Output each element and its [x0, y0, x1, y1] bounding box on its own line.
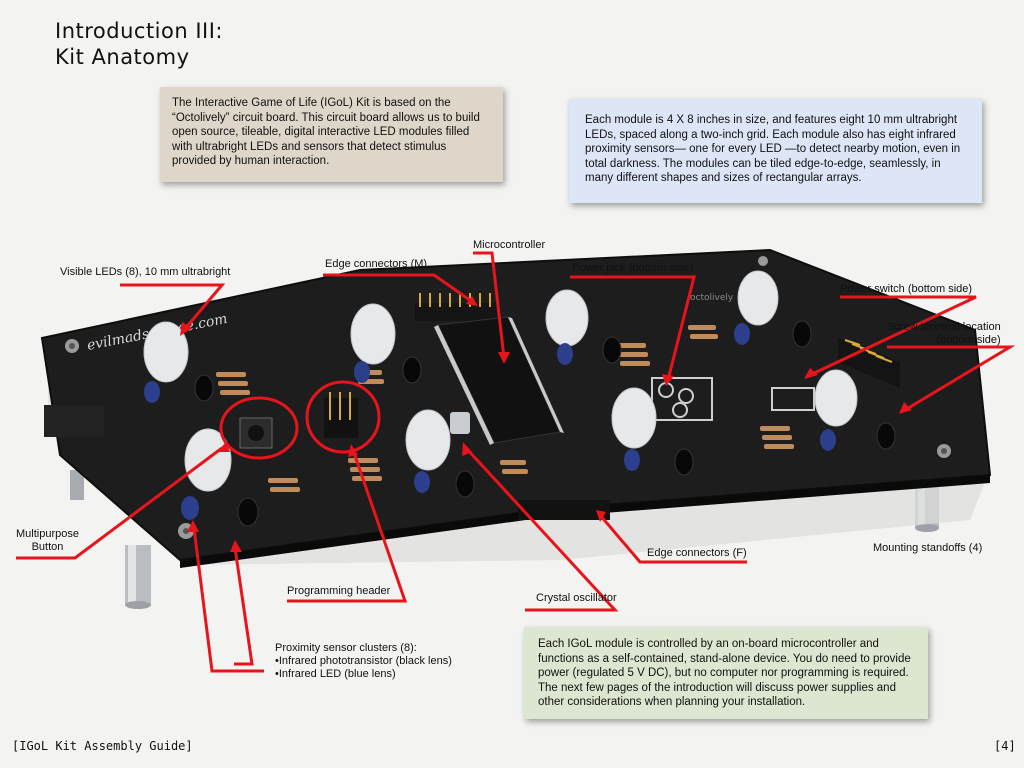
crystal-oscillator [450, 412, 470, 434]
footer-guide-title: [IGoL Kit Assembly Guide] [12, 739, 193, 753]
label-edge-connectors-f: Edge connectors (F) [647, 547, 747, 559]
label-crystal-oscillator: Crystal oscillator [536, 592, 617, 604]
label-proximity-sensors: Proximity sensor clusters (8): •Infrared… [275, 642, 452, 681]
title-line-1: Introduction III: [55, 19, 223, 43]
phototransistors [194, 320, 896, 527]
label-screw-terminal: Screw terminal location (bottom side) [887, 321, 1001, 347]
label-mounting-standoffs: Mounting standoffs (4) [873, 542, 983, 554]
label-programming-header: Programming header [287, 585, 391, 597]
title-line-2: Kit Anatomy [55, 45, 190, 69]
module-note: Each module is 4 X 8 inches in size, and… [569, 99, 982, 203]
infrared-leds [144, 323, 836, 520]
label-screw-terminal-line-1: Screw terminal location [887, 321, 1001, 333]
power-jack-marking [651, 377, 713, 421]
left-connector [44, 405, 104, 437]
label-screw-terminal-line-2: (bottom side) [936, 334, 1001, 346]
board-logo-text: octolively [690, 293, 734, 303]
label-proximity-line-2: •Infrared phototransistor (black lens) [275, 655, 452, 667]
intro-note-text: The Interactive Game of Life (IGoL) Kit … [172, 97, 480, 167]
resistor-clusters [216, 325, 794, 492]
page-title: Introduction III: Kit Anatomy [55, 18, 223, 70]
label-proximity-line-1: Proximity sensor clusters (8): [275, 642, 417, 654]
label-multipurpose-button: Multipurpose Button [16, 528, 79, 554]
label-visible-leds: Visible LEDs (8), 10 mm ultrabright [60, 266, 231, 278]
multipurpose-button [239, 417, 273, 449]
label-power-jack: Power jack (bottom side) [572, 262, 694, 274]
programming-header [324, 392, 358, 438]
label-multipurpose-line-2: Button [31, 541, 64, 553]
callout-arrowheads [180, 296, 912, 552]
label-power-switch: Power switch (bottom side) [840, 283, 973, 295]
label-multipurpose-line-1: Multipurpose [16, 528, 79, 540]
label-proximity-line-3: •Infrared LED (blue lens) [275, 668, 396, 680]
footer-page-number: [4] [994, 739, 1016, 753]
microcontroller-chip [434, 316, 564, 445]
callout-lines [16, 251, 1016, 673]
module-note-text: Each module is 4 X 8 inches in size, and… [585, 114, 961, 184]
label-microcontroller: Microcontroller [473, 239, 546, 251]
controller-note-text: Each IGoL module is controlled by an on-… [538, 638, 911, 708]
edge-connector-f [518, 500, 610, 520]
callout-circles [219, 380, 381, 460]
intro-note: The Interactive Game of Life (IGoL) Kit … [160, 87, 503, 182]
label-edge-connectors-m: Edge connectors (M) [325, 258, 428, 270]
controller-note: Each IGoL module is controlled by an on-… [524, 627, 928, 719]
power-switch-marking [771, 387, 815, 411]
